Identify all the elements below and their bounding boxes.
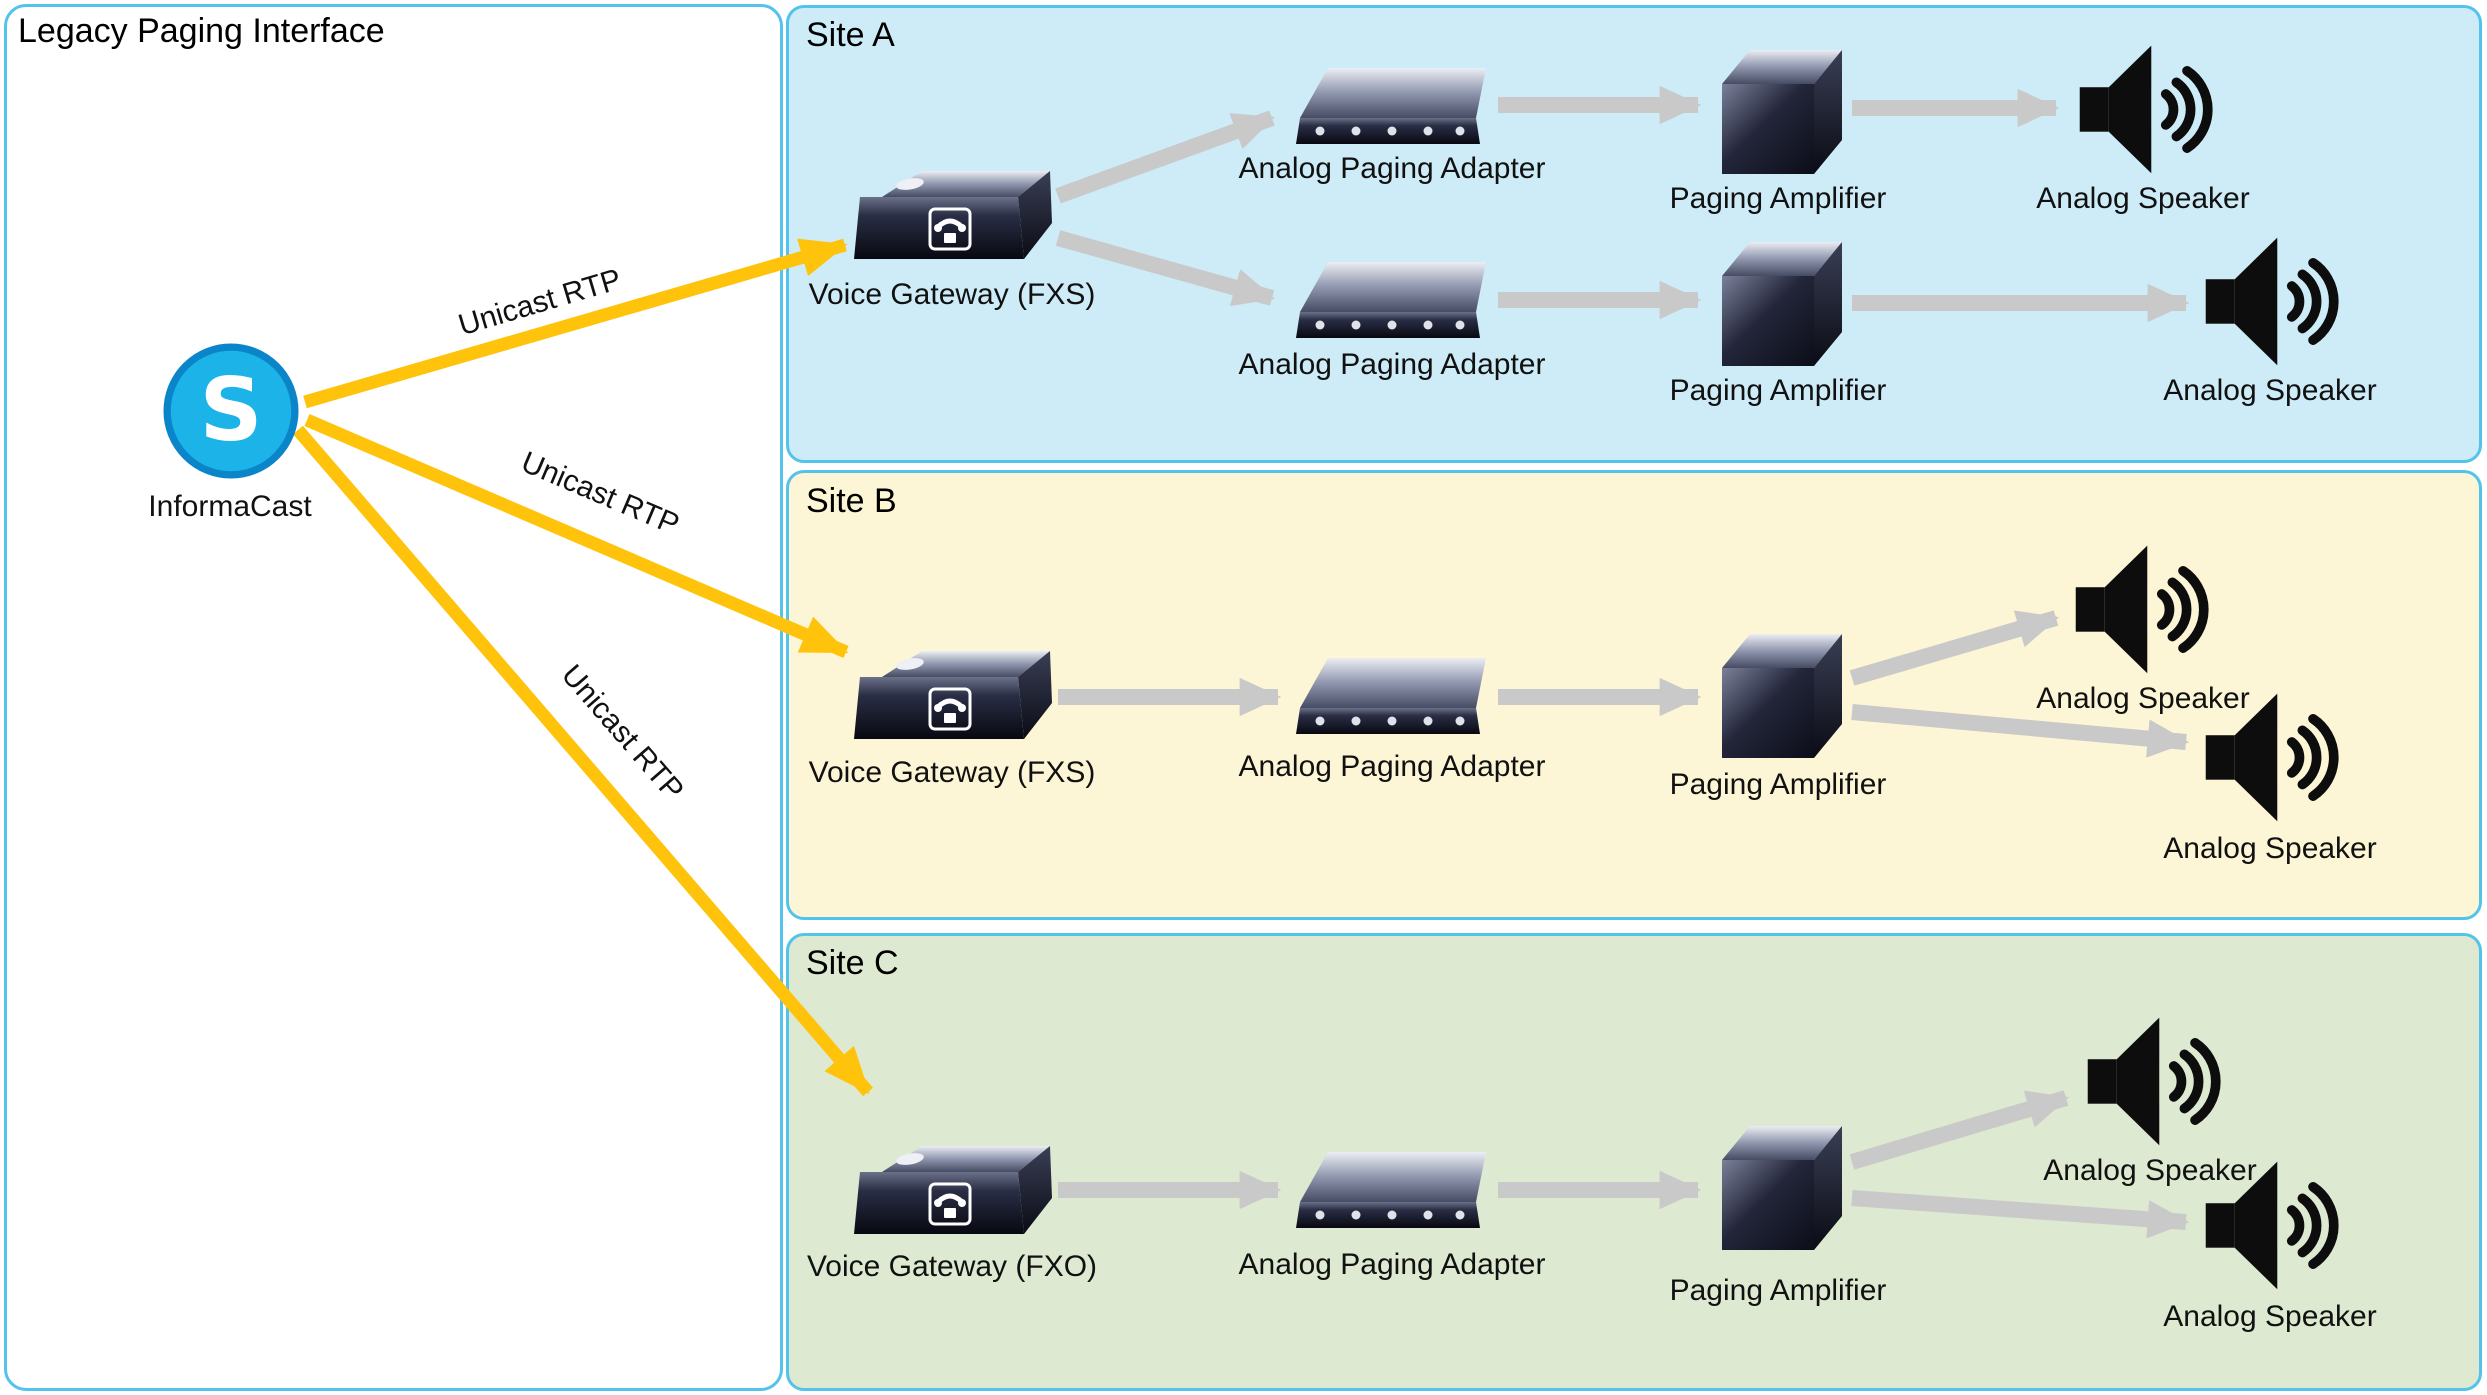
- analog-paging-adapter-icon: [1292, 652, 1492, 744]
- site-a-title: Site A: [806, 16, 895, 54]
- paging-amplifier-label: Paging Amplifier: [1669, 768, 1887, 801]
- paging-amplifier-label: Paging Amplifier: [1669, 374, 1887, 407]
- analog-paging-adapter-label: Analog Paging Adapter: [1238, 750, 1546, 783]
- analog-speaker-label: Analog Speaker: [2036, 182, 2250, 215]
- analog-speaker-icon: [2072, 36, 2217, 181]
- paging-amplifier-icon: [1712, 234, 1847, 369]
- analog-paging-adapter-label: Analog Paging Adapter: [1238, 152, 1546, 185]
- analog-speaker-label: Analog Speaker: [2163, 1300, 2377, 1333]
- analog-speaker-icon: [2068, 536, 2213, 681]
- analog-speaker-icon: [2198, 684, 2343, 829]
- voice-gateway-label: Voice Gateway (FXS): [808, 278, 1096, 311]
- paging-amplifier-label: Paging Amplifier: [1669, 1274, 1887, 1307]
- informacast-logo-icon: S: [163, 343, 299, 479]
- analog-paging-adapter-label: Analog Paging Adapter: [1238, 1248, 1546, 1281]
- voice-gateway-icon: [852, 645, 1052, 760]
- site-b-title: Site B: [806, 482, 897, 520]
- site-c-title: Site C: [806, 944, 899, 982]
- paging-amplifier-icon: [1712, 1118, 1847, 1253]
- legacy-box-title: Legacy Paging Interface: [18, 12, 385, 50]
- paging-amplifier-icon: [1712, 626, 1847, 761]
- informacast-logo-letter: S: [199, 359, 262, 461]
- paging-amplifier-label: Paging Amplifier: [1669, 182, 1887, 215]
- analog-speaker-icon: [2080, 1008, 2225, 1153]
- analog-speaker-label: Analog Speaker: [2163, 832, 2377, 865]
- informacast-label: InformaCast: [148, 490, 312, 523]
- analog-speaker-icon: [2198, 228, 2343, 373]
- analog-speaker-label: Analog Speaker: [2036, 682, 2250, 715]
- analog-paging-adapter-label: Analog Paging Adapter: [1238, 348, 1546, 381]
- paging-amplifier-icon: [1712, 42, 1847, 177]
- analog-speaker-icon: [2198, 1152, 2343, 1297]
- analog-paging-adapter-icon: [1292, 1146, 1492, 1238]
- voice-gateway-label: Voice Gateway (FXO): [806, 1250, 1098, 1283]
- voice-gateway-icon: [852, 1140, 1052, 1255]
- analog-speaker-label: Analog Speaker: [2163, 374, 2377, 407]
- legacy-paging-interface-box: [4, 4, 783, 1391]
- voice-gateway-label: Voice Gateway (FXS): [808, 756, 1096, 789]
- analog-speaker-label: Analog Speaker: [2043, 1154, 2257, 1187]
- analog-paging-adapter-icon: [1292, 62, 1492, 154]
- voice-gateway-icon: [852, 165, 1052, 280]
- analog-paging-adapter-icon: [1292, 256, 1492, 348]
- site-c-box: [786, 933, 2482, 1391]
